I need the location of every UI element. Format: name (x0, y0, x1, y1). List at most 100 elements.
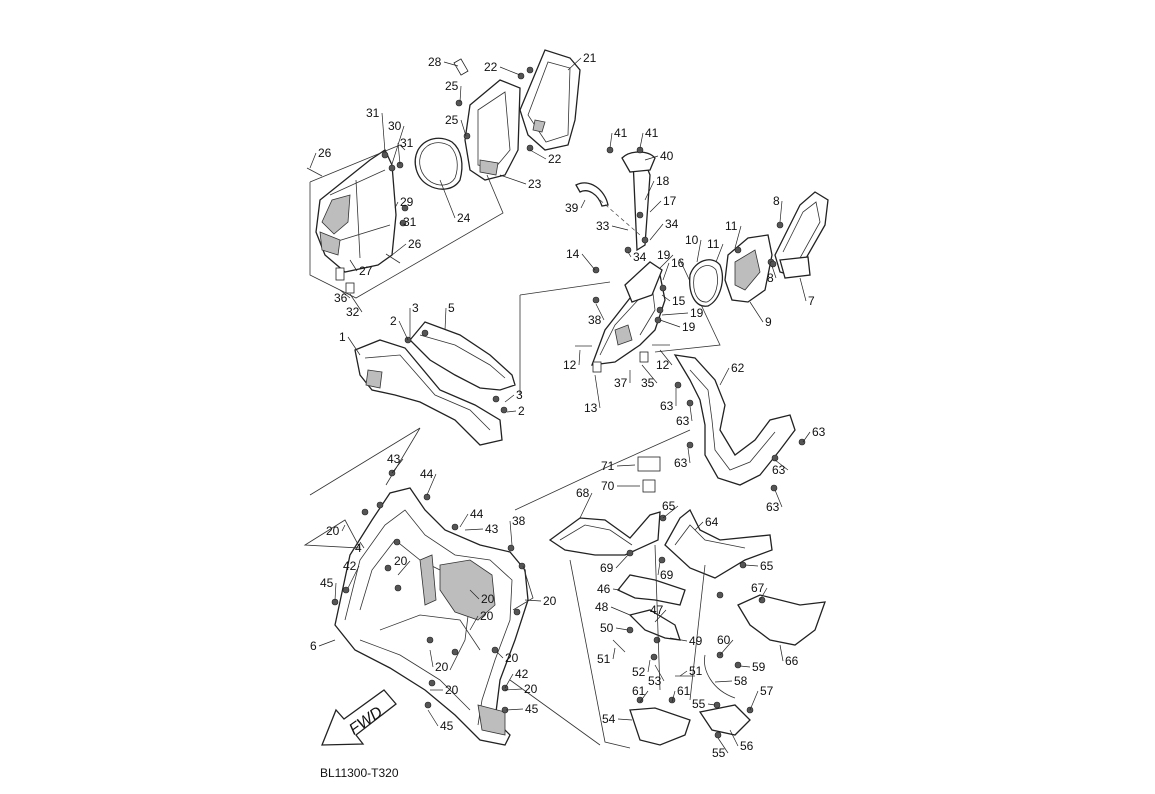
callout-9: 9 (765, 315, 772, 329)
callout-52: 52 (632, 665, 646, 679)
callout-45: 45 (525, 702, 539, 716)
callout-3: 3 (412, 301, 419, 315)
leader-line-29 (394, 201, 399, 209)
callout-13: 13 (584, 401, 598, 415)
callout-31: 31 (366, 106, 380, 120)
callout-29: 29 (400, 195, 414, 209)
callout-45: 45 (320, 576, 334, 590)
leader-line-41 (639, 132, 644, 149)
leader-line-63 (774, 459, 789, 471)
callout-42: 42 (515, 667, 529, 681)
callout-26: 26 (318, 146, 332, 160)
callout-26: 26 (408, 237, 422, 251)
leader-line-20 (469, 615, 479, 631)
leader-line-24 (439, 179, 456, 219)
callout-69: 69 (600, 561, 614, 575)
leader-line-22 (499, 66, 521, 76)
callout-57: 57 (760, 684, 774, 698)
callout-66: 66 (785, 654, 799, 668)
leader-line-19 (659, 319, 681, 328)
leader-line-51 (612, 647, 616, 660)
leader-line-45 (505, 708, 524, 711)
leader-line-52 (647, 659, 651, 673)
callout-19: 19 (657, 248, 671, 262)
group-outline-middle-left (309, 427, 421, 496)
fasteners-27 (306, 151, 409, 294)
callout-30: 30 (388, 119, 402, 133)
part-1-panel (354, 339, 503, 446)
callout-5: 5 (448, 301, 455, 315)
leader-line-66 (779, 644, 784, 662)
leader-line-35 (641, 364, 658, 384)
leader-line-2 (506, 410, 517, 413)
leader-line-62 (719, 367, 730, 386)
leader-line-63 (687, 447, 691, 464)
callout-34: 34 (665, 217, 679, 231)
leader-line-39 (580, 199, 586, 209)
callout-25: 25 (445, 113, 459, 127)
callout-7: 7 (808, 294, 815, 308)
leader-line-5 (444, 307, 447, 331)
leader-line-31 (399, 221, 402, 225)
callout-11: 11 (725, 219, 738, 233)
callout-65: 65 (662, 499, 676, 513)
callout-10: 10 (685, 233, 699, 247)
leader-line-19 (659, 254, 674, 269)
leader-line-59 (739, 665, 751, 668)
callout-64: 64 (705, 515, 719, 529)
leader-line-10 (696, 239, 702, 263)
part-6-front-panel (334, 487, 529, 746)
leader-line-43 (464, 528, 484, 531)
diagram-code: BL11300-T320 (320, 766, 399, 780)
leader-line-6 (318, 639, 336, 647)
leader-line-61 (639, 690, 649, 703)
callout-36: 36 (334, 291, 348, 305)
leader-line-69 (657, 561, 661, 576)
leader-line-34 (649, 223, 664, 241)
callout-49: 49 (689, 634, 703, 648)
leader-line-18 (644, 180, 655, 201)
leader-line-69 (615, 554, 629, 569)
callout-14: 14 (566, 247, 580, 261)
callout-11: 11 (707, 237, 720, 251)
callout-34: 34 (633, 250, 647, 264)
leader-line-13 (594, 374, 601, 409)
leader-line-47 (654, 609, 667, 623)
part-16-mount (575, 151, 663, 303)
callout-63: 63 (660, 399, 674, 413)
leader-line-42 (347, 565, 360, 589)
callout-8: 8 (773, 194, 780, 208)
callout-54: 54 (602, 712, 616, 726)
leader-line-4 (359, 541, 365, 549)
callout-33: 33 (596, 219, 610, 233)
leader-line-61 (671, 690, 676, 703)
leader-line-19 (661, 312, 689, 316)
leader-line-53 (654, 664, 665, 682)
leader-line-22 (529, 149, 547, 160)
leader-line-38 (509, 520, 513, 546)
part-23-compartment (453, 58, 525, 181)
callout-61: 61 (677, 684, 691, 698)
leader-line-8 (771, 265, 777, 279)
callout-17: 17 (663, 194, 677, 208)
callout-25: 25 (445, 79, 459, 93)
callout-20: 20 (524, 682, 538, 696)
part-68-panel (548, 511, 661, 556)
leader-line-55 (707, 703, 716, 706)
leader-line-20 (429, 649, 434, 668)
part-71-label (637, 456, 661, 472)
callout-67: 67 (751, 581, 765, 595)
callout-41: 41 (645, 126, 659, 140)
callout-63: 63 (812, 425, 826, 439)
leader-line-20 (397, 560, 411, 576)
callout-8: 8 (767, 271, 774, 285)
leader-line-26 (309, 152, 317, 169)
leader-line-65 (662, 505, 679, 519)
callout-70: 70 (601, 479, 615, 493)
leader-line-60 (719, 639, 734, 656)
callout-31: 31 (403, 215, 417, 229)
leader-line-63 (774, 489, 783, 508)
callout-2: 2 (518, 404, 525, 418)
callout-12: 12 (656, 358, 670, 372)
leader-line-15 (661, 294, 671, 302)
